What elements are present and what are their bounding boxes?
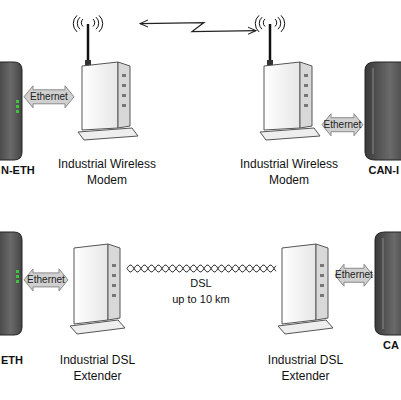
connector bbox=[322, 114, 363, 136]
can-device: CAN-I bbox=[365, 62, 401, 160]
device-shape bbox=[258, 20, 320, 140]
connector bbox=[127, 265, 276, 272]
device-shape bbox=[0, 232, 22, 335]
ext-drawing bbox=[70, 244, 125, 334]
device-caption: Industrial DSL Extender bbox=[48, 352, 148, 384]
edge-label: Ethernet bbox=[27, 274, 65, 286]
device-shape bbox=[375, 232, 401, 335]
ext-drawing bbox=[278, 244, 333, 334]
connector bbox=[24, 269, 68, 291]
connector bbox=[140, 23, 256, 32]
device-shape bbox=[278, 240, 333, 335]
devR-drawing bbox=[375, 232, 401, 335]
devL-drawing bbox=[0, 62, 22, 160]
device-shape bbox=[76, 20, 138, 140]
device-name: N-ETH bbox=[1, 164, 35, 177]
device-name: ETH bbox=[1, 354, 23, 367]
modem-drawing bbox=[255, 15, 320, 140]
dsl-extender: Industrial DSL Extender bbox=[70, 240, 125, 335]
connector bbox=[335, 264, 373, 286]
device-shape bbox=[0, 62, 22, 160]
device-caption: Industrial Wireless Modem bbox=[57, 156, 157, 188]
can-device: CA bbox=[375, 232, 401, 335]
devL-drawing bbox=[0, 232, 22, 335]
edge-label: Ethernet bbox=[30, 91, 68, 103]
device-name: CA bbox=[383, 339, 399, 352]
cable-note: DSL bbox=[190, 277, 211, 290]
device-caption: Industrial DSL Extender bbox=[256, 352, 356, 384]
device-shape bbox=[365, 62, 401, 160]
device-shape bbox=[70, 240, 125, 335]
wireless-modem: Industrial Wireless Modem bbox=[76, 20, 138, 140]
can-device: ETH bbox=[0, 232, 22, 335]
modem-drawing bbox=[73, 15, 138, 140]
devR-drawing bbox=[365, 62, 401, 160]
edge-label: Ethernet bbox=[324, 119, 362, 131]
edge-label: Ethernet bbox=[335, 269, 373, 281]
device-caption: Industrial Wireless Modem bbox=[239, 156, 339, 188]
device-name: CAN-I bbox=[368, 164, 399, 177]
dsl-extender: Industrial DSL Extender bbox=[278, 240, 333, 335]
wireless-modem: Industrial Wireless Modem bbox=[258, 20, 320, 140]
cable-note: up to 10 km bbox=[172, 293, 229, 306]
connector bbox=[24, 86, 74, 108]
can-device: N-ETH bbox=[0, 62, 22, 160]
